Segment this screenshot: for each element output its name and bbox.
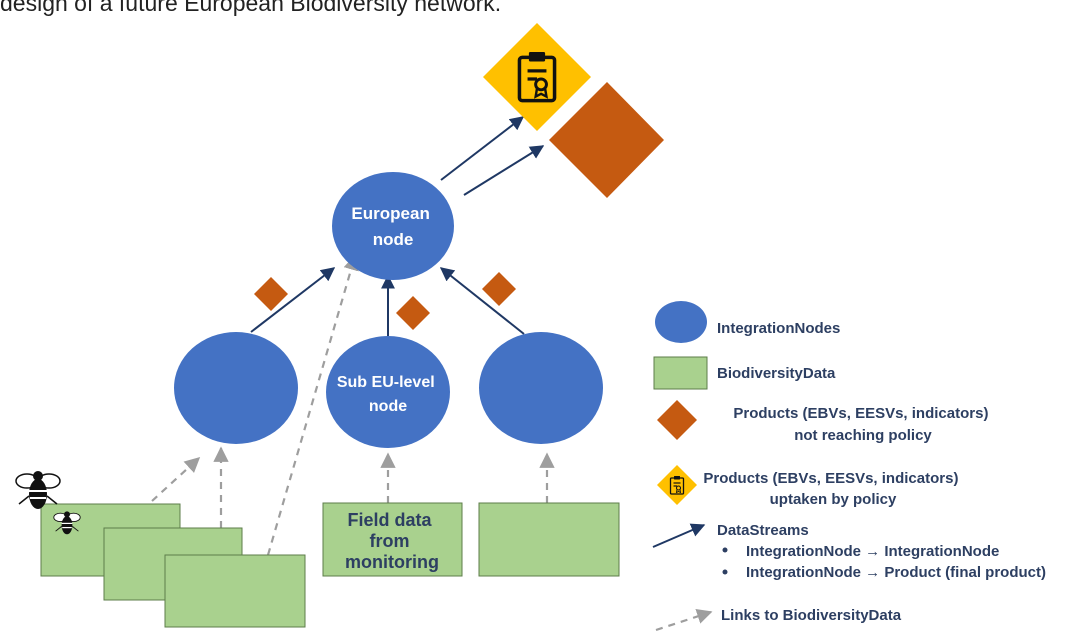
product-diamond-small	[254, 277, 288, 311]
legend-product-swatch	[657, 400, 697, 440]
legend-datastream-item: IntegrationNode → Product (final product…	[746, 564, 1046, 581]
legend-biodiversity-data-swatch	[653, 356, 708, 390]
policy-product-diamond	[483, 23, 591, 131]
legend-integration-nodes-label: IntegrationNodes	[717, 320, 840, 337]
data-streams	[250, 116, 545, 336]
stream-left-to-european	[250, 267, 336, 333]
legend-links-label: Links to BiodiversityData	[721, 607, 902, 624]
link-data-to-left-node	[151, 456, 201, 502]
field-data-box: Field data from monitoring	[322, 502, 463, 577]
sub-eu-node-label: Sub EU-level node	[337, 374, 439, 415]
european-node-label: European node	[351, 204, 434, 249]
legend-products-policy-label: Products (EBVs, EESVs, indicators) uptak…	[703, 470, 962, 508]
biodiversity-data-box	[164, 554, 306, 628]
data-links	[151, 254, 555, 556]
legend-datastream-item: IntegrationNode → IntegrationNode	[746, 543, 999, 560]
product-diamond-small	[482, 272, 516, 306]
bee-icon	[15, 471, 61, 509]
integration-node-right	[479, 332, 603, 444]
european-node: European node	[332, 172, 454, 280]
product-diamond-small	[396, 296, 430, 330]
stream-european-to-product	[463, 145, 545, 196]
stream-right-to-european	[439, 267, 525, 335]
legend: IntegrationNodes BiodiversityData Produc…	[652, 301, 1046, 632]
legend-datastream-arrow	[652, 523, 706, 548]
integration-node-left	[174, 332, 298, 444]
stream-european-to-policy-product	[440, 116, 525, 181]
product-diamond-large	[549, 82, 664, 198]
biodiversity-data-box	[478, 502, 620, 577]
legend-products-not-policy-label: Products (EBVs, EESVs, indicators) not r…	[733, 405, 992, 444]
legend-integration-node-swatch	[655, 301, 707, 343]
legend-bullet	[722, 569, 728, 575]
sub-eu-level-node: Sub EU-level node	[326, 336, 450, 448]
field-data-label: Field data from monitoring	[345, 510, 439, 572]
legend-biodiversity-data-label: BiodiversityData	[717, 365, 836, 382]
legend-policy-product-swatch	[657, 465, 697, 505]
legend-datastreams-title: DataStreams	[717, 522, 809, 539]
legend-bullet	[722, 547, 728, 553]
bee-icon	[53, 511, 81, 535]
legend-link-arrow	[655, 608, 713, 632]
caption-text: design of a future European Biodiversity…	[0, 0, 502, 16]
